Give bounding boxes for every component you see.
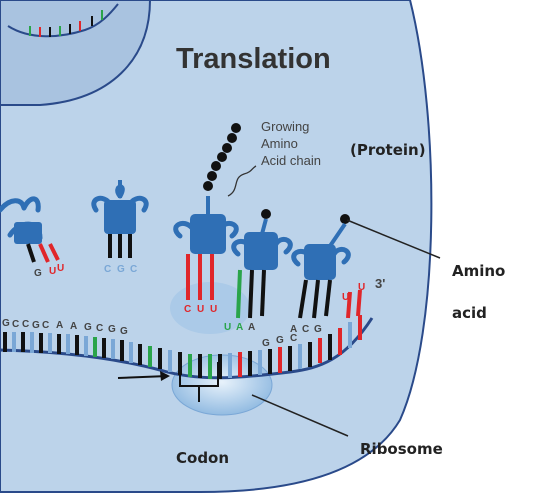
mrna-letter: A — [56, 320, 63, 331]
amino-acid-pointer — [346, 219, 441, 259]
trna-3-letter: C — [184, 304, 191, 315]
trna-1-letter: G — [34, 268, 42, 279]
mrna-letter: C — [22, 319, 29, 330]
mrna-bases — [3, 315, 362, 379]
nucleus — [0, 0, 152, 106]
trna-2: C G C — [91, 180, 149, 275]
growing-label-line-1: Growing — [261, 119, 309, 134]
mrna-letter: C — [96, 323, 103, 334]
mrna-letter: G — [32, 320, 40, 331]
trna-6-letter: U — [358, 282, 365, 293]
trna-1-letter: U — [57, 263, 64, 274]
trna-4: U A A — [224, 209, 293, 333]
trna-3-letter: U — [197, 304, 204, 315]
protein-label: (Protein) — [350, 141, 426, 159]
mrna-letter: G — [276, 335, 284, 346]
growing-label-line-2: Amino — [261, 136, 298, 151]
trna-5-letter: A — [290, 324, 297, 335]
codon-arrow-head — [160, 371, 170, 381]
mrna-letter: G — [2, 318, 10, 329]
trna-4-letter: A — [248, 322, 255, 333]
trna-4-letter: U — [224, 322, 231, 333]
trna-5: A C G — [290, 214, 351, 335]
ribosome-pointer — [251, 394, 349, 437]
mrna-letter: C — [42, 320, 49, 331]
amino-acid-chain — [203, 123, 241, 191]
trna-4-letter: A — [236, 322, 243, 333]
mrna-letter: C — [12, 319, 19, 330]
mrna-letter: A — [70, 321, 77, 332]
diagram-title: Translation — [176, 43, 331, 75]
growing-label-line-3: Acid chain — [261, 153, 321, 168]
trna-2-letter: C — [104, 264, 111, 275]
trna-1: G U U — [0, 196, 64, 279]
ribosome-label: Ribosome — [360, 440, 443, 458]
codon-arrow-shaft — [117, 375, 169, 379]
mrna-letter: G — [84, 322, 92, 333]
codon-bracket — [179, 362, 219, 402]
trna-3-letter: U — [210, 304, 217, 315]
mrna-letters: G C C G C A A G C G G G G C — [2, 318, 297, 349]
mrna-letter: G — [262, 338, 270, 349]
trna-6-letter: U — [342, 292, 349, 303]
mrna-letter: G — [120, 326, 128, 337]
amino-acid-label-line-1: Amino — [452, 262, 505, 280]
dna-strand — [7, 3, 119, 38]
trna-1-letter: U — [49, 266, 56, 277]
trna-2-letter: C — [130, 264, 137, 275]
trna-6: U U — [342, 282, 365, 319]
mrna-letter: G — [108, 324, 116, 335]
chain-pointer — [227, 165, 257, 197]
dna-bases — [29, 10, 103, 37]
trna-3: C U U — [173, 196, 239, 315]
codon-label: Codon — [176, 449, 229, 467]
trna-2-letter: G — [117, 264, 125, 275]
trna-5-letter: C — [302, 324, 309, 335]
amino-acid-label-line-2: acid — [452, 304, 487, 322]
trna-5-letter: G — [314, 324, 322, 335]
mrna-letter: C — [290, 333, 297, 344]
three-prime-label: 3' — [375, 276, 385, 291]
